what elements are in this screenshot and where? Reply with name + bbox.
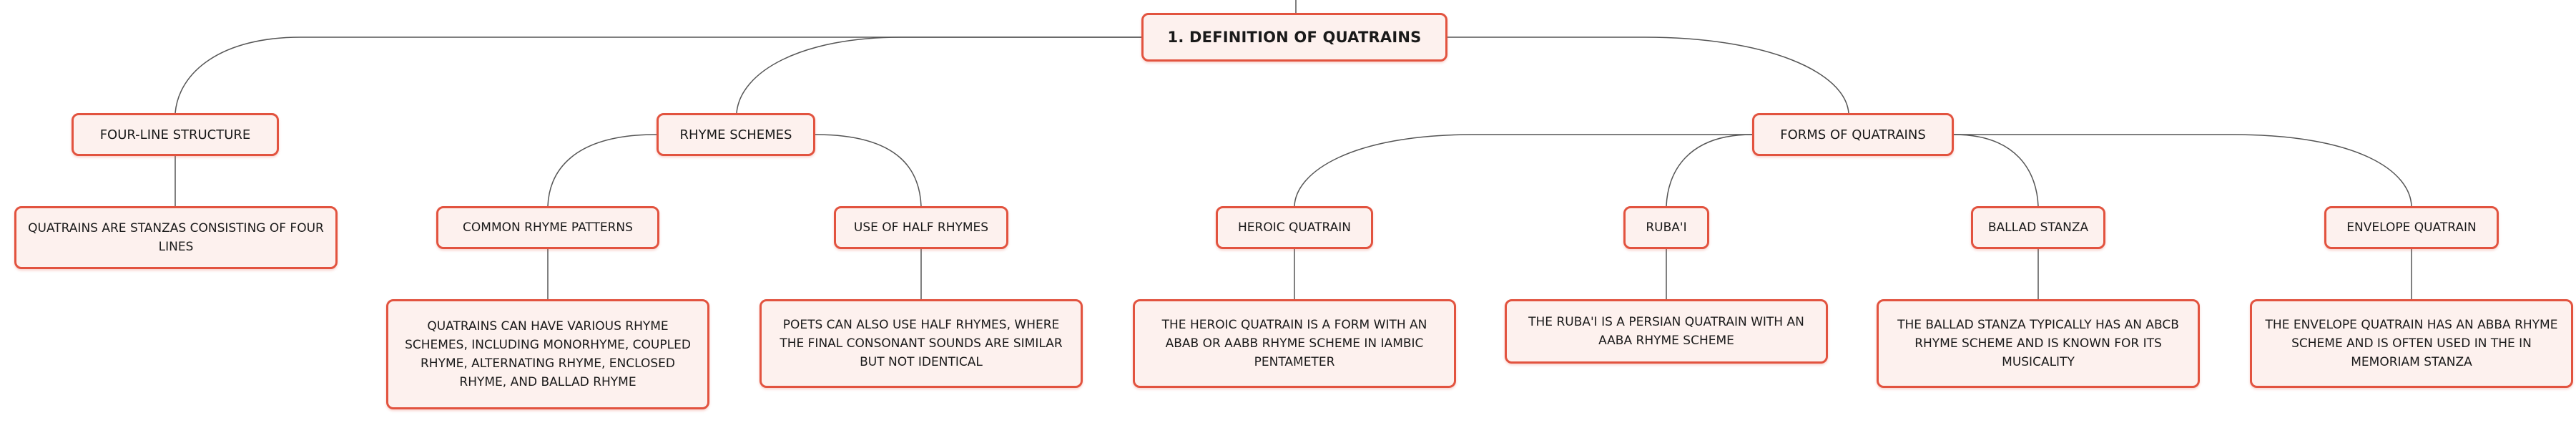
leaf-text: THE BALLAD STANZA TYPICALLY HAS AN ABCB … [1897, 318, 2179, 369]
topic-ballad-stanza[interactable]: BALLAD STANZA [1971, 206, 2105, 249]
leaf-envelope-quatrain[interactable]: THE ENVELOPE QUATRAIN HAS AN ABBA RHYME … [2250, 299, 2573, 388]
branch-rhyme-schemes[interactable]: RHYME SCHEMES [657, 113, 815, 156]
leaf-use-of-half-rhymes[interactable]: POETS CAN ALSO USE HALF RHYMES, WHERE TH… [759, 299, 1083, 388]
root-node[interactable]: 1. DEFINITION OF QUATRAINS [1141, 13, 1447, 62]
leaf-heroic-quatrain[interactable]: THE HEROIC QUATRAIN IS A FORM WITH AN AB… [1133, 299, 1456, 388]
leaf-text: THE HEROIC QUATRAIN IS A FORM WITH AN AB… [1161, 318, 1427, 369]
leaf-text: THE ENVELOPE QUATRAIN HAS AN ABBA RHYME … [2265, 318, 2558, 369]
topic-label: ENVELOPE QUATRAIN [2346, 220, 2477, 235]
topic-label: RUBA'I [1646, 220, 1687, 235]
topic-envelope-quatrain[interactable]: ENVELOPE QUATRAIN [2324, 206, 2499, 249]
leaf-common-rhyme-patterns[interactable]: QUATRAINS CAN HAVE VARIOUS RHYME SCHEMES… [386, 299, 709, 409]
topic-common-rhyme-patterns[interactable]: COMMON RHYME PATTERNS [436, 206, 659, 249]
connector-forms-rubai [1666, 134, 1753, 207]
branch-label: RHYME SCHEMES [679, 127, 792, 142]
topic-label: HEROIC QUATRAIN [1237, 220, 1351, 235]
topic-label: COMMON RHYME PATTERNS [463, 220, 633, 235]
topic-heroic-quatrain[interactable]: HEROIC QUATRAIN [1216, 206, 1373, 249]
branch-label: FOUR-LINE STRUCTURE [99, 127, 251, 142]
leaf-ballad-stanza[interactable]: THE BALLAD STANZA TYPICALLY HAS AN ABCB … [1877, 299, 2200, 388]
leaf-text: THE RUBA'I IS A PERSIAN QUATRAIN WITH AN… [1528, 315, 1804, 348]
root-label: 1. DEFINITION OF QUATRAINS [1167, 29, 1422, 46]
topic-use-of-half-rhymes[interactable]: USE OF HALF RHYMES [834, 206, 1008, 249]
branch-label: FORMS OF QUATRAINS [1780, 127, 1926, 142]
connector-rhyme-common [547, 134, 657, 207]
connector-root-rhyme-schemes [736, 37, 1143, 114]
leaf-text: QUATRAINS CAN HAVE VARIOUS RHYME SCHEMES… [405, 319, 691, 389]
connector-forms-heroic [1294, 134, 1752, 207]
branch-four-line-structure[interactable]: FOUR-LINE STRUCTURE [72, 113, 279, 156]
connector-root-four-line [174, 37, 1143, 114]
leaf-text: QUATRAINS ARE STANZAS CONSISTING OF FOUR… [28, 221, 324, 254]
leaf-four-line-structure[interactable]: QUATRAINS ARE STANZAS CONSISTING OF FOUR… [14, 206, 338, 269]
connector-forms-ballad [1953, 134, 2039, 207]
topic-label: USE OF HALF RHYMES [853, 220, 989, 235]
connector-root-forms [1446, 37, 1849, 114]
leaf-rubai[interactable]: THE RUBA'I IS A PERSIAN QUATRAIN WITH AN… [1505, 299, 1828, 364]
branch-forms-of-quatrains[interactable]: FORMS OF QUATRAINS [1752, 113, 1954, 156]
topic-rubai[interactable]: RUBA'I [1623, 206, 1709, 249]
connector-forms-envelope [1954, 134, 2412, 207]
topic-label: BALLAD STANZA [1987, 220, 2089, 235]
connector-rhyme-half [815, 134, 922, 207]
leaf-text: POETS CAN ALSO USE HALF RHYMES, WHERE TH… [780, 318, 1063, 369]
